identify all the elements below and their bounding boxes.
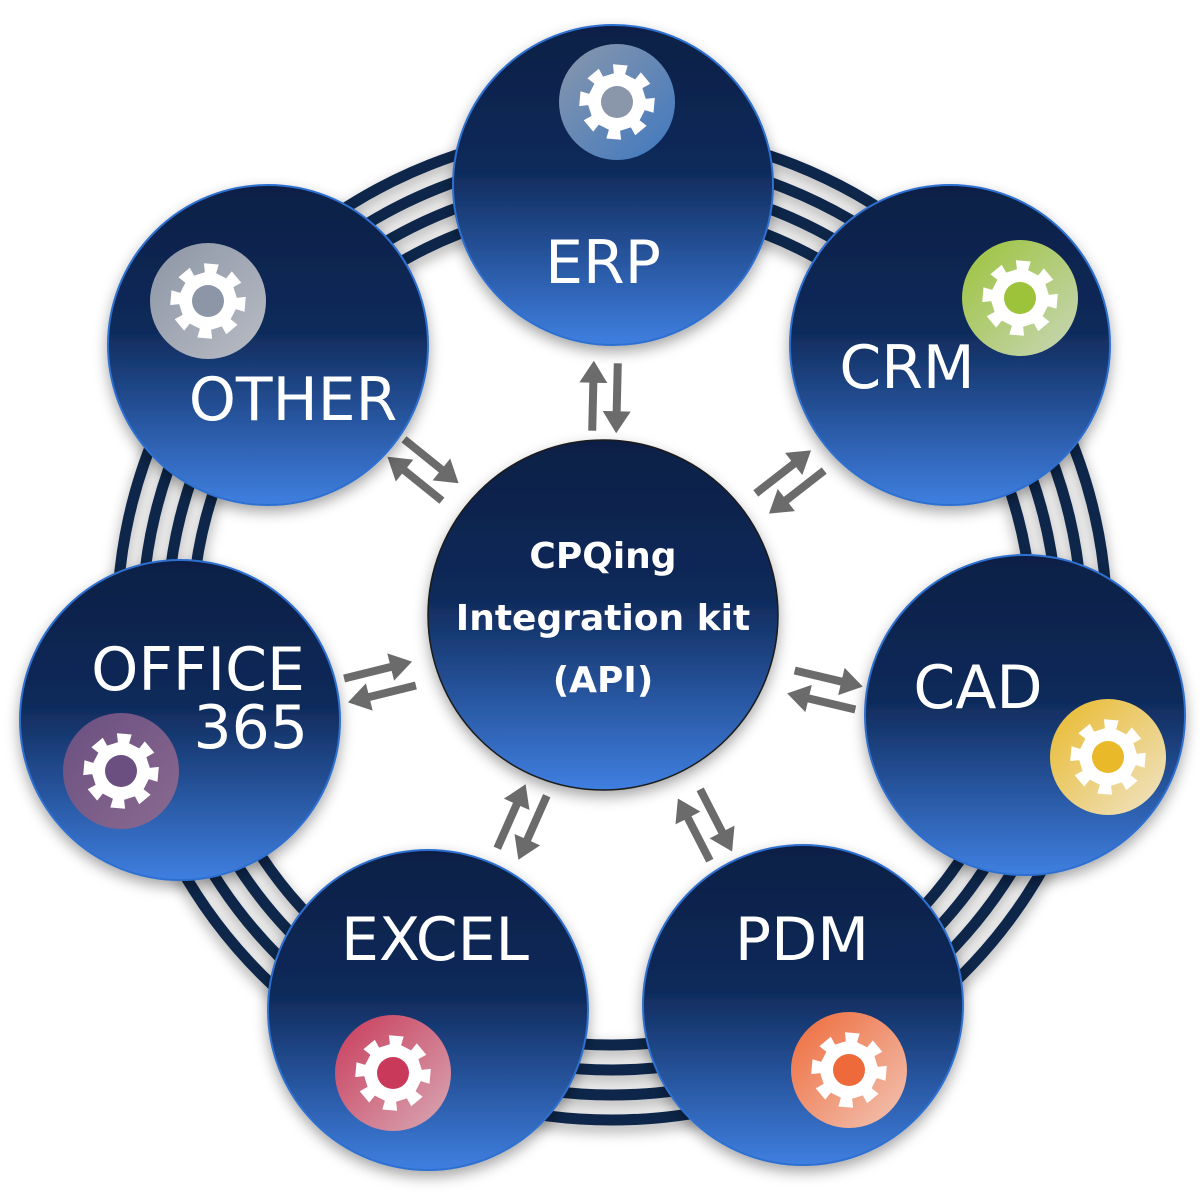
hub-title-line2: Integration kit [456, 598, 750, 639]
node-label-erp: ERP [545, 228, 661, 298]
outgoing-arrow-icon [347, 681, 417, 711]
outgoing-arrow-icon [793, 666, 863, 696]
gear-icon [63, 713, 179, 829]
incoming-arrow-icon [343, 653, 413, 683]
incoming-arrow-icon [787, 684, 857, 714]
outgoing-arrow-icon [753, 450, 812, 497]
arrow-pair-office [343, 653, 417, 711]
node-other[interactable]: OTHER [107, 184, 429, 506]
arrow-pair-pdm [675, 787, 735, 863]
node-label-cad: CAD [913, 653, 1042, 723]
arrow-pair-other [387, 436, 459, 504]
node-label-pdm: PDM [735, 905, 869, 975]
node-label-office: 365 [193, 693, 308, 763]
node-label-crm: CRM [839, 333, 974, 403]
gear-icon [1050, 699, 1166, 815]
incoming-arrow-icon [602, 363, 631, 434]
hub-title-line3: (API) [553, 660, 654, 701]
arrow-pair-cad [787, 666, 863, 714]
node-cad[interactable]: CAD [864, 554, 1186, 876]
arrow-pair-erp [579, 360, 631, 434]
node-label-other: OTHER [189, 365, 398, 435]
outgoing-arrow-icon [579, 360, 608, 431]
node-pdm[interactable]: PDM [642, 844, 964, 1166]
incoming-arrow-icon [675, 798, 714, 863]
gear-icon [962, 240, 1078, 356]
node-erp[interactable]: ERP [452, 24, 774, 346]
gear-icon [150, 243, 266, 359]
incoming-arrow-icon [401, 436, 459, 484]
incoming-arrow-icon [493, 784, 530, 850]
incoming-arrow-icon [768, 467, 827, 514]
hub-title-line1: CPQing [529, 536, 676, 577]
outgoing-arrow-icon [387, 456, 445, 504]
node-excel[interactable]: EXCEL [267, 849, 589, 1171]
arrow-pair-excel [493, 784, 551, 860]
node-label-excel: EXCEL [341, 905, 529, 975]
gear-icon [559, 44, 675, 160]
arrow-pair-crm [753, 450, 827, 514]
outgoing-arrow-icon [696, 787, 735, 852]
node-label-office: OFFICE [91, 635, 305, 705]
hub-node[interactable]: CPQing Integration kit (API) [427, 439, 779, 791]
node-crm[interactable]: CRM [789, 184, 1111, 506]
arrows-layer [343, 360, 863, 863]
gear-icon [791, 1012, 907, 1128]
outgoing-arrow-icon [514, 794, 551, 860]
gear-icon [335, 1015, 451, 1131]
